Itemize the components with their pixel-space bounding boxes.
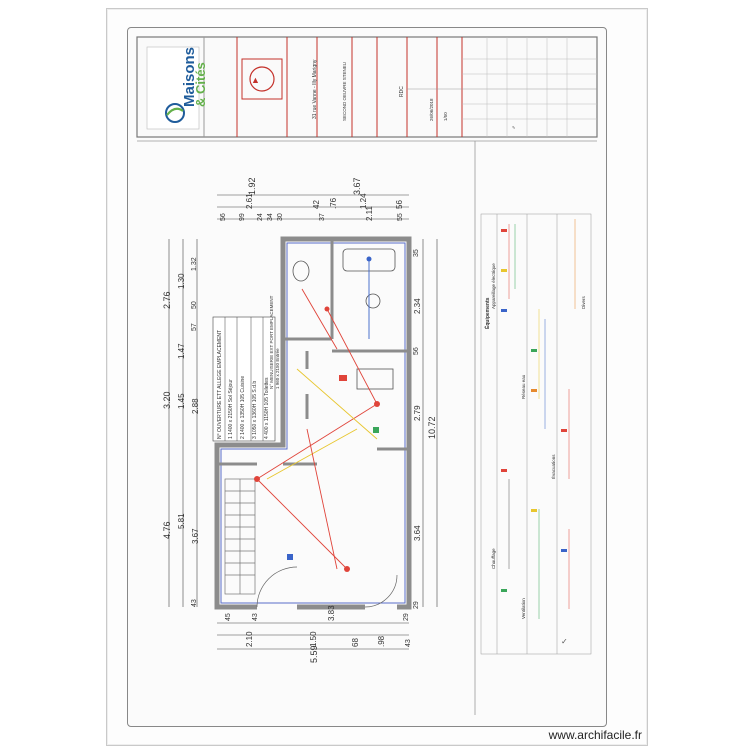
title-block-graphics: ▲ ✎	[136, 36, 598, 138]
dim-left-7: 5.81	[177, 513, 186, 529]
dimension-lines	[168, 194, 438, 650]
door-row-room: Entrée	[275, 348, 280, 362]
dim-bot-1: 45	[225, 613, 232, 621]
dim-right-5: 56	[413, 347, 420, 355]
svg-text:✎: ✎	[512, 125, 515, 130]
dim-bot-2: 43	[252, 613, 259, 621]
drawing-sheet: ▲ ✎ Maisons & Cités 31 rue Vanne - Illy …	[106, 8, 648, 746]
door-row-num: 1	[275, 386, 280, 389]
brand-logo-icon	[165, 103, 185, 123]
dim-bot-total: 5.59	[309, 645, 319, 663]
dim-left-12: 3.67	[191, 528, 200, 544]
dim-left-2: 3.20	[162, 391, 172, 409]
window-row4-sill: 105	[264, 397, 270, 406]
legend-section-1: Appareillage électrique	[491, 263, 496, 309]
dim-top-4: 42	[312, 200, 321, 209]
dim-left-11: 2.88	[191, 398, 200, 414]
floor-plan: ✓	[137, 140, 597, 715]
staircase	[224, 478, 256, 595]
exterior-walls	[214, 236, 412, 610]
legend-section-3: Évacuations	[551, 454, 556, 479]
window-table-header: N° OUVERTURE ETT ALLEGE EMPLACEMENT	[217, 330, 223, 439]
window-row4-num: 4	[264, 436, 270, 439]
dim-right-4: 35	[413, 249, 420, 257]
window-row2-room: Cuisine	[240, 375, 246, 393]
legend-swatches	[501, 229, 567, 592]
window-table-frame	[212, 316, 276, 442]
washbasin-icon	[365, 293, 381, 309]
dim-right-6: 29	[413, 601, 420, 609]
electrical-runs	[256, 259, 378, 570]
window-row2-num: 2	[240, 436, 246, 439]
window-table-header-mid: ALLEGE	[217, 369, 223, 389]
window-table-row: 3 1050 x 1360H 105 S.d.b	[252, 381, 258, 439]
dim-left-4: 1.30	[177, 273, 186, 289]
window-table-header-right: EMPLACEMENT	[217, 329, 223, 368]
stamp-icon	[249, 66, 275, 92]
dim-bot-9: 43	[405, 639, 412, 647]
dim-right-3: 3.64	[413, 525, 422, 541]
dim-left-13: 43	[191, 599, 198, 607]
dim-top-7: 56	[395, 200, 404, 209]
dim-top-10: 24	[257, 213, 264, 221]
window-row4-size: 400 x 1150H	[264, 406, 270, 435]
dim-left-9: 50	[191, 301, 198, 309]
window-row1-room: Séjour	[228, 379, 234, 394]
dim-bot-4: 29	[403, 613, 410, 621]
wall-insulation	[220, 242, 406, 604]
door-swings	[256, 566, 398, 608]
window-row1-size: 1400 x 2150H	[228, 403, 234, 435]
window-row3-sill: 105	[252, 393, 258, 403]
window-table-row: 1 1400 x 2150H Sol Séjour	[228, 379, 234, 439]
toilet-icon	[292, 260, 310, 282]
door-row-size: 960 x 2150	[275, 362, 280, 386]
dim-right-2: 2.79	[413, 405, 422, 421]
svg-text:✓: ✓	[561, 637, 568, 646]
dim-top-8: 56	[220, 213, 227, 221]
dim-top-5: .76	[329, 197, 338, 209]
legend-section-6: Divers	[581, 296, 586, 309]
dim-left-1: 2.76	[162, 291, 172, 309]
window-row3-size: 1050 x 1360H	[252, 403, 258, 435]
legend-section-4: Chauffage	[491, 548, 496, 569]
dim-left-5: 1.47	[177, 343, 186, 359]
dim-left-10: 57	[191, 323, 198, 331]
window-row2-sill: 105	[240, 393, 246, 403]
window-row3-room: S.d.b	[252, 380, 258, 393]
dim-bot-8: .98	[377, 635, 386, 647]
svg-text:▲: ▲	[251, 75, 260, 85]
legend-frame	[480, 213, 592, 655]
dim-bot-7: 68	[351, 638, 360, 647]
dim-left-8: 1.32	[191, 257, 198, 271]
dim-top-11: 34	[267, 213, 274, 221]
dim-right-total: 10.72	[427, 416, 437, 439]
door-openings	[257, 369, 397, 610]
watermark: www.archifacile.fr	[548, 728, 642, 742]
legend-section-2: Réseau eau	[521, 374, 526, 399]
window-row1-sill: Sol	[228, 395, 234, 403]
dim-top-12: 30	[277, 213, 284, 221]
electrical-symbols	[254, 256, 380, 572]
dim-bot-5: 2.10	[245, 631, 254, 647]
dim-top-13: 37	[319, 213, 326, 221]
dim-top-9: 99	[239, 213, 246, 221]
door-table-row: 1 960 x 2150 Entrée	[275, 348, 280, 389]
window-row2-size: 1400 x 1350H	[240, 403, 246, 435]
window-row1-num: 1	[228, 436, 234, 439]
dim-top-14: 2.11	[365, 206, 374, 221]
window-table-header-left: N° OUVERTURE ETT	[217, 389, 223, 439]
legend-text-strokes	[508, 219, 576, 619]
legend-section-5: Ventilation	[521, 598, 526, 619]
window-table-row: 2 1400 x 1350H 105 Cuisine	[240, 376, 246, 439]
dim-bot-3: 3.83	[327, 605, 336, 621]
dim-top-3: 2.61	[245, 193, 254, 209]
dim-left-3: 4.76	[162, 521, 172, 539]
window-row3-num: 3	[252, 436, 258, 439]
dim-top-15: 55	[397, 213, 404, 221]
door-table-header: N° MENUISERIE EXT PORT EMPLACEMENT	[269, 295, 274, 389]
dim-left-6: 1.45	[177, 393, 186, 409]
kitchen-unit-icon	[356, 368, 394, 390]
dim-right-1: 2.34	[413, 298, 422, 314]
